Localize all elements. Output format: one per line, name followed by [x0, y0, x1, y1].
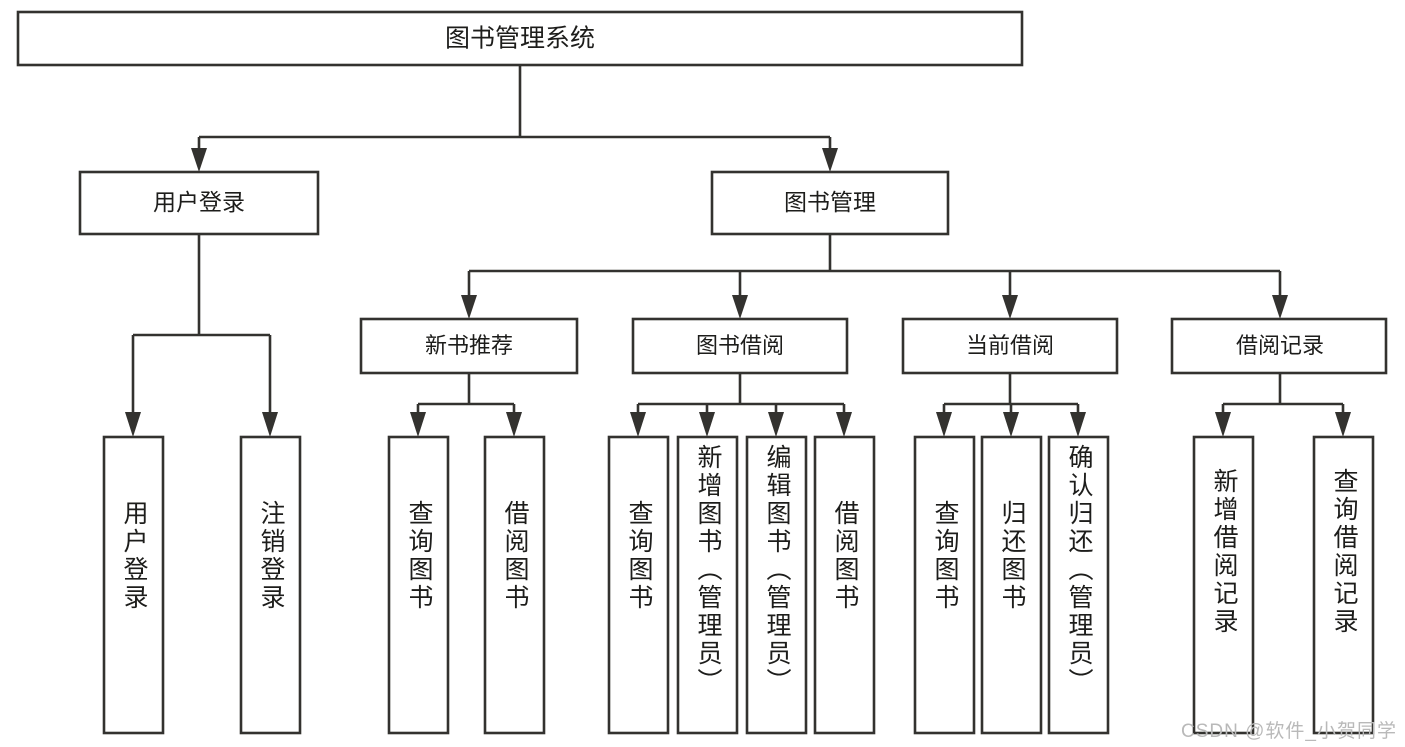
leaf-box-current-borrow-3[interactable]	[1047, 435, 1110, 735]
leaf-box-book-borrow-3[interactable]	[745, 435, 808, 735]
arrow-borrowrecord-leaf-2	[1335, 412, 1351, 437]
arrow-to-new-book	[461, 295, 477, 319]
node-book-borrow[interactable]: 图书借阅	[631, 317, 849, 375]
arrow-newbook-leaf-2	[506, 412, 522, 437]
arrow-to-user-login	[191, 148, 207, 172]
node-new-book-recommend[interactable]: 新书推荐	[359, 317, 579, 375]
edges-group	[125, 65, 1351, 437]
arrow-currentborrow-leaf-2	[1003, 412, 1019, 437]
leaf-box-borrow-record-2[interactable]	[1312, 435, 1375, 735]
leaf-box-borrow-record-1[interactable]	[1192, 435, 1255, 735]
arrow-currentborrow-leaf-1	[936, 412, 952, 437]
node-root-book-management-system[interactable]: 图书管理系统	[16, 10, 1024, 67]
node-borrow-record[interactable]: 借阅记录	[1170, 317, 1388, 375]
leaf-box-user-login-1[interactable]	[102, 435, 165, 735]
arrow-to-current-borrow	[1002, 295, 1018, 319]
node-current-borrow-label: 当前借阅	[966, 333, 1054, 358]
leaf-box-book-borrow-4[interactable]	[813, 435, 876, 735]
arrow-bookborrow-leaf-3	[768, 412, 784, 437]
leaf-box-new-book-2[interactable]	[483, 435, 546, 735]
arrow-to-book-mgmt	[822, 148, 838, 172]
node-new-book-recommend-label: 新书推荐	[425, 333, 513, 358]
node-book-management[interactable]: 图书管理	[710, 170, 950, 236]
node-book-borrow-label: 图书借阅	[696, 333, 784, 358]
nodes-group: 图书管理系统 用户登录 图书管理 新书推荐 图书借阅 当前	[16, 10, 1388, 735]
node-book-management-label: 图书管理	[784, 189, 876, 215]
node-root-label: 图书管理系统	[445, 25, 595, 53]
node-borrow-record-label: 借阅记录	[1236, 333, 1324, 358]
leaf-box-user-login-2[interactable]	[239, 435, 302, 735]
node-user-login-label: 用户登录	[153, 189, 245, 215]
arrow-currentborrow-leaf-3	[1070, 412, 1086, 437]
arrow-bookborrow-leaf-2	[699, 412, 715, 437]
arrow-bookborrow-leaf-1	[630, 412, 646, 437]
leaf-box-book-borrow-2[interactable]	[676, 435, 739, 735]
leaf-box-current-borrow-2[interactable]	[980, 435, 1043, 735]
node-current-borrow[interactable]: 当前借阅	[901, 317, 1119, 375]
arrow-to-borrow-record	[1272, 295, 1288, 319]
arrow-bookborrow-leaf-4	[836, 412, 852, 437]
arrow-borrowrecord-leaf-1	[1215, 412, 1231, 437]
arrow-userlogin-leaf-1	[125, 412, 141, 437]
leaf-box-current-borrow-1[interactable]	[913, 435, 976, 735]
node-user-login[interactable]: 用户登录	[78, 170, 320, 236]
leaf-box-new-book-1[interactable]	[387, 435, 450, 735]
arrow-to-book-borrow	[732, 295, 748, 319]
arrow-userlogin-leaf-2	[262, 412, 278, 437]
leaf-box-book-borrow-1[interactable]	[607, 435, 670, 735]
arrow-newbook-leaf-1	[410, 412, 426, 437]
